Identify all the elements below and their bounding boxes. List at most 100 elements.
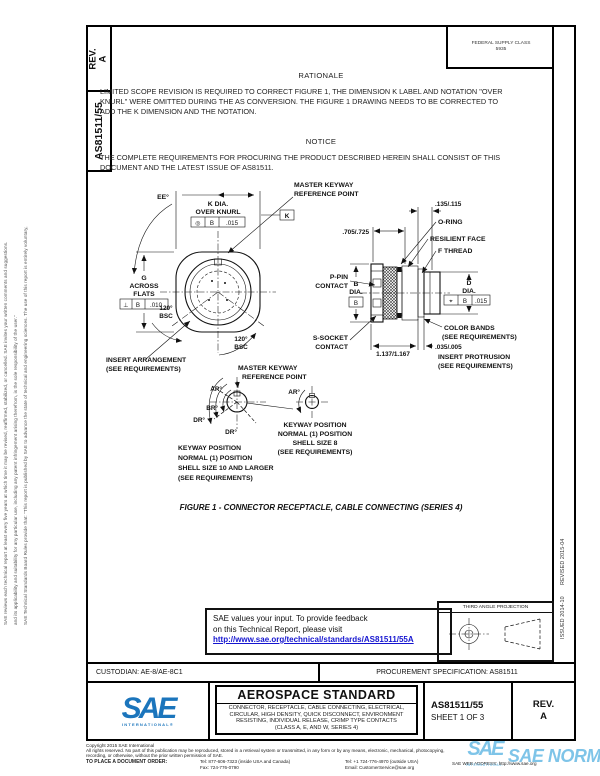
k-frame-datum: B xyxy=(210,220,214,227)
dr-label: DR° xyxy=(225,428,237,436)
master-keyway-line2: REFERENCE POINT xyxy=(294,191,359,198)
tel-us: Tel: 877-606-7323 (inside USA and Canada… xyxy=(200,759,291,764)
s-socket-contact-label: CONTACT xyxy=(315,344,349,351)
bsc-label: BSC xyxy=(159,313,173,320)
master-keyway-line2: REFERENCE POINT xyxy=(242,374,307,381)
sae-logo-subtext: INTERNATIONAL® xyxy=(121,721,175,727)
flats-label: FLATS xyxy=(133,291,155,298)
b-dia-label: DIA. xyxy=(349,289,363,296)
sae-norm-watermark: SAE INTERNATIONAL. SAE NORM xyxy=(466,737,600,776)
p-pin-label: P-PIN xyxy=(330,274,348,281)
subtitle-line: CIRCULAR, HIGH DENSITY, QUICK DISCONNECT… xyxy=(229,711,404,718)
footer-block: CUSTODIAN: AE-8/AE-8C1 PROCUREMENT SPECI… xyxy=(88,662,574,739)
dim-705-label: .705/.725 xyxy=(342,229,369,236)
bsc-label: BSC xyxy=(234,344,248,351)
b-label: B xyxy=(354,281,359,288)
subtitle-line: CONNECTOR, RECEPTACLE, CABLE CONNECTING,… xyxy=(228,705,405,711)
ar-label: AR° xyxy=(210,385,222,393)
see-requirements-label: (SEE REQUIREMENTS) xyxy=(278,449,353,456)
see-requirements-label: (SEE REQUIREMENTS) xyxy=(106,366,181,373)
projection-box: THIRD ANGLE PROJECTION xyxy=(437,601,554,662)
see-requirements-label: (SEE REQUIREMENTS) xyxy=(178,475,253,482)
k-flag: K xyxy=(285,213,290,220)
order-label: TO PLACE A DOCUMENT ORDER: xyxy=(86,759,168,765)
tel-intl: Tel: +1 724-776-4970 (outside USA) xyxy=(345,759,419,764)
master-keyway-callout-upper: MASTER KEYWAY REFERENCE POINT xyxy=(227,182,359,254)
footer-sheet: SHEET 1 OF 3 xyxy=(431,713,485,722)
feedback-box: SAE values your input. To provide feedba… xyxy=(205,608,452,655)
copyright-line3: recording, or otherwise, without the pri… xyxy=(86,753,224,758)
dim-1137: 1.137/1.167 .035/.005 INSERT PROTRUSION … xyxy=(370,316,513,370)
d-dia-dimension: D DIA. ⌖ B .015 xyxy=(440,271,491,315)
keyway10-line1: KEYWAY POSITION xyxy=(178,445,241,452)
notice-body: THE COMPLETE REQUIREMENTS FOR PROCURING … xyxy=(100,153,500,173)
g-frame-tol: .010 xyxy=(150,302,163,309)
k-dia-label: K DIA. xyxy=(208,201,229,208)
watermark-sae-logo: SAE INTERNATIONAL. xyxy=(466,737,505,773)
across-label: ACROSS xyxy=(129,283,159,290)
subtitle-line: (CLASS A, E, AND W, SERIES 4) xyxy=(274,724,359,731)
k-frame-tol: .015 xyxy=(226,220,239,227)
sae-logo-text: SAE xyxy=(121,691,178,725)
side-callouts: O-RING RESILIENT FACE F THREAD P-PIN CON… xyxy=(313,219,486,351)
b-datum-flag: B xyxy=(354,300,358,307)
d-dia-label: DIA. xyxy=(462,288,476,295)
revised-date: REVISED 2015-04 xyxy=(560,538,566,586)
custodian-cell: CUSTODIAN: AE-8/AE-8C1 xyxy=(88,664,320,681)
ee-angle: EE° xyxy=(131,193,173,275)
dr-label: DR° xyxy=(193,416,205,424)
fsc-label: FEDERAL SUPPLY CLASS xyxy=(471,41,531,46)
ar-label: AR° xyxy=(288,388,300,396)
feedback-link[interactable]: http://www.sae.org/technical/standards/A… xyxy=(213,635,414,644)
front-view xyxy=(160,231,276,353)
d-frame-symbol: ⌖ xyxy=(449,298,453,305)
doc-number-cell: AS81511/55 SHEET 1 OF 3 xyxy=(425,683,513,739)
f-thread-label: F THREAD xyxy=(438,248,472,255)
projection-title: THIRD ANGLE PROJECTION xyxy=(439,603,552,613)
right-column-rule xyxy=(552,27,554,662)
footer-rev-value: A xyxy=(540,711,547,722)
keyway8-line2: NORMAL (1) POSITION xyxy=(278,431,352,438)
side-view xyxy=(360,263,450,323)
copyright-line2: All rights reserved. No part of this pub… xyxy=(86,748,445,753)
master-keyway-line1: MASTER KEYWAY xyxy=(294,182,354,189)
d-frame-tol: .015 xyxy=(475,298,488,305)
figure-caption: FIGURE 1 - CONNECTOR RECEPTACLE, CABLE C… xyxy=(179,503,463,512)
footer-doc-number: AS81511/55 xyxy=(431,700,484,711)
insert-protrusion-label: INSERT PROTRUSION xyxy=(438,354,510,361)
rationale-heading: RATIONALE xyxy=(298,71,344,80)
watermark-logo-text: SAE xyxy=(467,737,504,760)
issued-date: ISSUED 2014-10 xyxy=(560,596,566,639)
color-bands-callout: COLOR BANDS (SEE REQUIREMENTS) xyxy=(423,318,517,341)
k-frame-symbol: ◎ xyxy=(195,220,200,227)
o-ring-label: O-RING xyxy=(438,219,463,226)
feedback-line1: SAE values your input. To provide feedba… xyxy=(213,614,368,623)
b-dia-dimension: B DIA. B xyxy=(348,263,369,323)
procurement-cell: PROCUREMENT SPECIFICATION: AS81511 xyxy=(376,669,518,676)
d-frame-datum: B xyxy=(463,298,467,305)
footer-rev-label: REV. xyxy=(532,699,555,710)
standard-title-cell: AEROSPACE STANDARD CONNECTOR, RECEPTACLE… xyxy=(210,683,425,739)
g-label: G xyxy=(141,275,146,282)
g-across-flats: G ACROSS FLATS ⊥ B .010 xyxy=(119,251,174,333)
s-socket-label: S-SOCKET xyxy=(313,335,349,342)
deg120-label: 120° xyxy=(234,335,248,343)
dim-1137-label: 1.137/1.167 xyxy=(376,351,410,358)
margin-disclaimer-2: and its applicability and suitability fo… xyxy=(13,315,18,625)
margin-disclaimer-1: SAE Technical Standards Board Rules prov… xyxy=(23,226,28,625)
g-frame-datum: B xyxy=(136,302,140,309)
keyway10-line2: NORMAL (1) POSITION xyxy=(178,455,252,462)
notice-line: THE COMPLETE REQUIREMENTS FOR PROCURING … xyxy=(100,153,501,162)
p-pin-contact-label: CONTACT xyxy=(315,283,349,290)
master-keyway-line1: MASTER KEYWAY xyxy=(238,365,298,372)
keyway10-line3: SHELL SIZE 10 AND LARGER xyxy=(178,465,274,472)
d-label: D xyxy=(467,280,472,287)
over-knurl-label: OVER KNURL xyxy=(196,209,241,216)
watermark-text: SAE NORM xyxy=(507,746,600,766)
color-bands-label: COLOR BANDS xyxy=(444,325,495,332)
see-requirements-label: (SEE REQUIREMENTS) xyxy=(438,363,513,370)
subtitle-line: RESISTING, INDIVIDUAL RELEASE, CRIMP TYP… xyxy=(236,718,397,725)
sae-logo: SAE INTERNATIONAL® xyxy=(88,683,210,739)
bsc-120-callouts: 120° BSC 120° BSC xyxy=(151,304,257,356)
